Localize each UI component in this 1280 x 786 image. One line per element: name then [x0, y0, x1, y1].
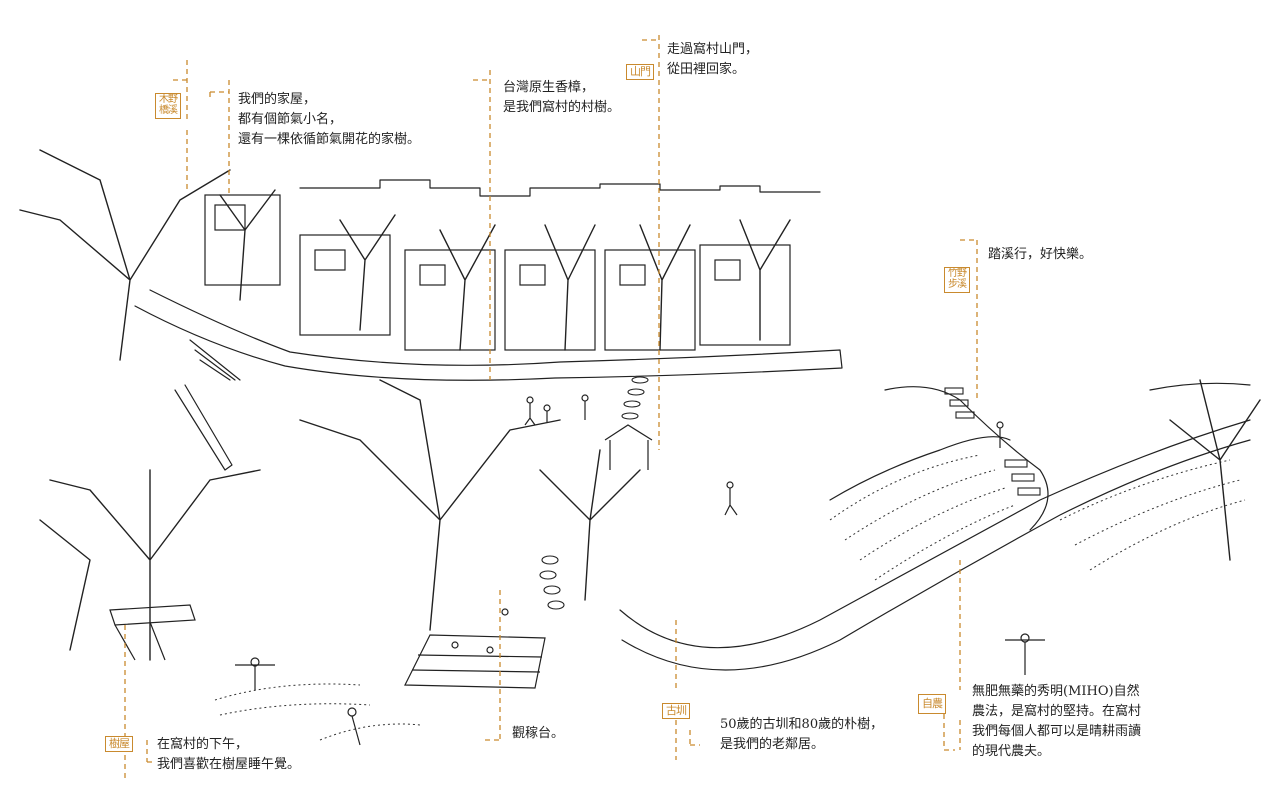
village-road: [134, 289, 843, 381]
gate-pavilion: [604, 424, 653, 470]
caption-stream: 踏溪行，好快樂。: [988, 247, 1093, 262]
tree-center: [299, 379, 561, 631]
viewing-deck: [404, 634, 546, 689]
tree-left-top: [19, 149, 231, 361]
annotation-leaders: [124, 35, 978, 780]
treehouse-platform: [109, 604, 196, 626]
stamp-treehouse-icon: 樹屋: [105, 736, 133, 752]
stamp-stream-icon: 竹野步溪: [944, 267, 970, 293]
winding-path: [619, 419, 1251, 649]
treehouse-slide: [174, 384, 233, 471]
rear-wall: [299, 179, 821, 197]
villagers: [235, 394, 1045, 746]
caption-farm: 無肥無藥的秀明(MIHO)自然 農法，是窩村的堅持。在窩村 我們每個人都可以是晴…: [972, 684, 1142, 759]
farm-rows: [214, 454, 1246, 741]
tree-far-right: [1169, 379, 1261, 561]
stamp-farm-icon: 自農: [918, 694, 946, 714]
caption-home: 我們的家屋， 都有個節氣小名， 還有一棵依循節氣開花的家樹。: [238, 92, 421, 147]
tree-house-row: [219, 189, 791, 351]
caption-camphor: 台灣原生香樟， 是我們窩村的村樹。: [503, 80, 621, 115]
tree-treehouse: [39, 469, 261, 661]
caption-canal: 50歲的古圳和80歲的朴樹， 是我們的老鄰居。: [720, 717, 884, 752]
caption-gate: 走過窩村山門， 從田裡回家。: [667, 42, 759, 77]
stamp-home-icon: 木野橋溪: [155, 93, 181, 119]
row-houses: [204, 194, 791, 351]
stamp-canal-icon: 古圳: [662, 703, 690, 719]
tree-right-center: [539, 449, 641, 601]
stamp-gate-icon: 山門: [626, 64, 654, 80]
stepping-stones: [539, 376, 1041, 610]
caption-treehouse: 在窩村的下午， 我們喜歡在樹屋睡午覺。: [157, 737, 301, 772]
caption-deck: 觀稼台。: [512, 726, 565, 741]
